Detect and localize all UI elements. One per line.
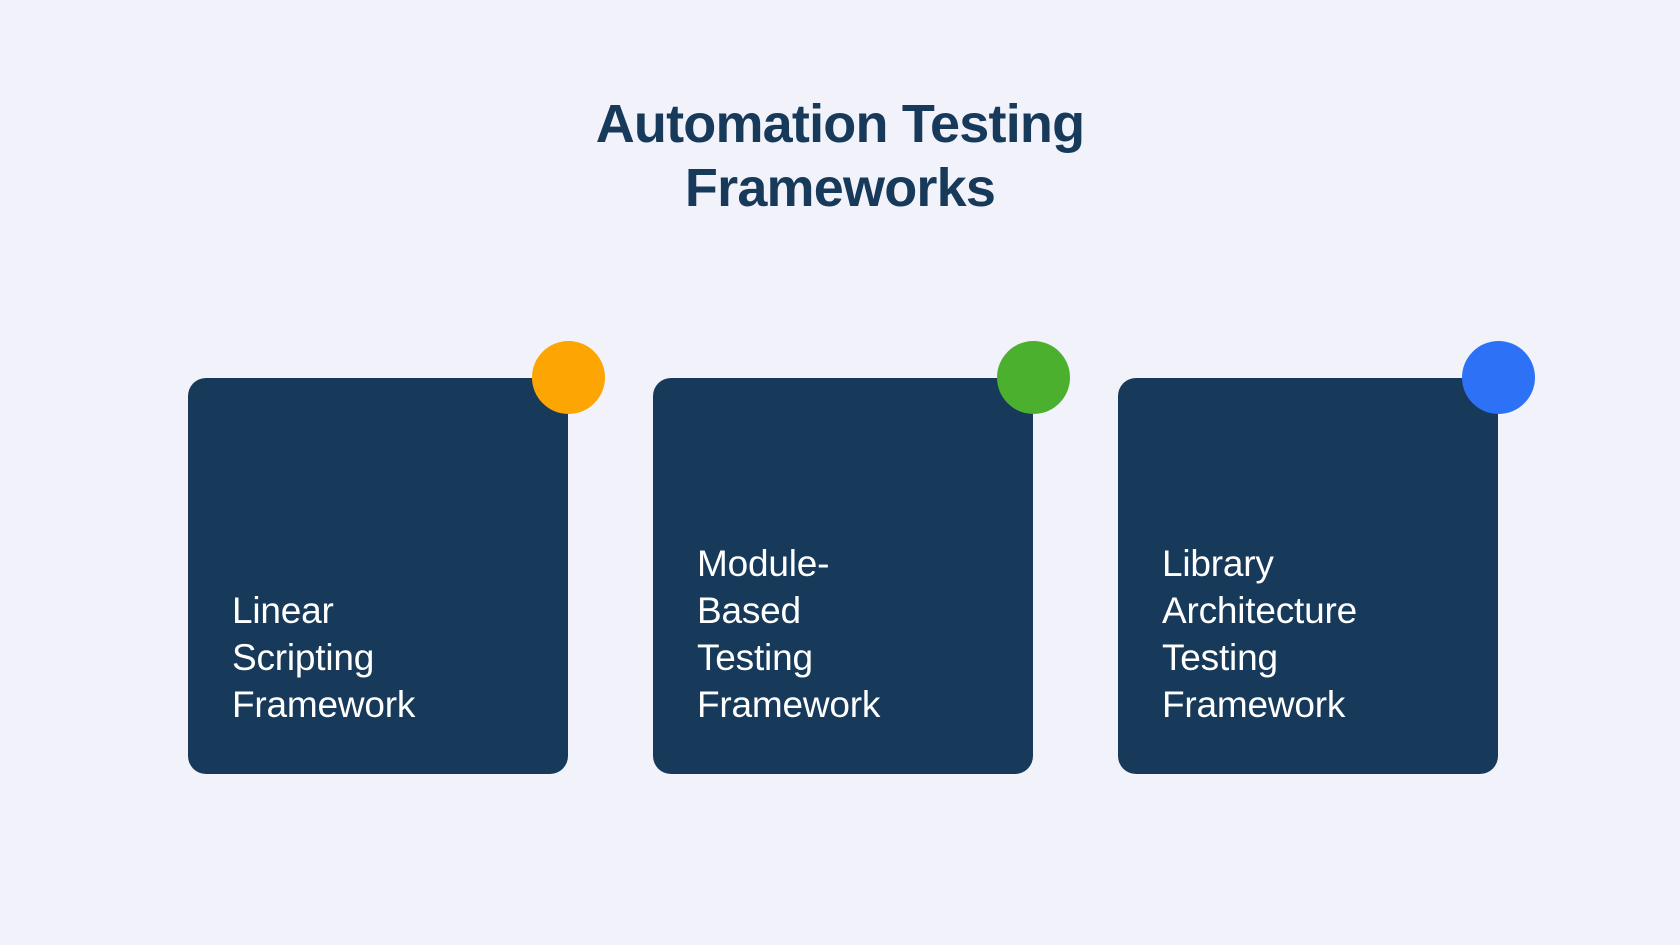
blue-dot-icon (1462, 341, 1535, 414)
green-dot-icon (997, 341, 1070, 414)
framework-card-2[interactable]: Module- Based Testing Framework (653, 341, 1070, 774)
framework-card-3-body[interactable]: Library Architecture Testing Framework (1118, 378, 1498, 774)
framework-card-3-label: Library Architecture Testing Framework (1162, 543, 1358, 725)
framework-card-2-label: Module- Based Testing Framework (697, 543, 881, 725)
framework-card-2-body[interactable]: Module- Based Testing Framework (653, 378, 1033, 774)
page-title: Automation Testing Frameworks (0, 92, 1680, 220)
page-title-line-2: Frameworks (684, 158, 996, 218)
framework-card-1-body[interactable]: Linear Scripting Framework (188, 378, 568, 774)
page-title-line-1: Automation Testing (595, 94, 1085, 154)
framework-cards-row: Linear Scripting Framework Module- Based… (188, 341, 1535, 774)
framework-card-1[interactable]: Linear Scripting Framework (188, 341, 605, 774)
framework-card-3[interactable]: Library Architecture Testing Framework (1118, 341, 1535, 774)
orange-dot-icon (532, 341, 605, 414)
framework-card-1-label: Linear Scripting Framework (232, 590, 416, 725)
